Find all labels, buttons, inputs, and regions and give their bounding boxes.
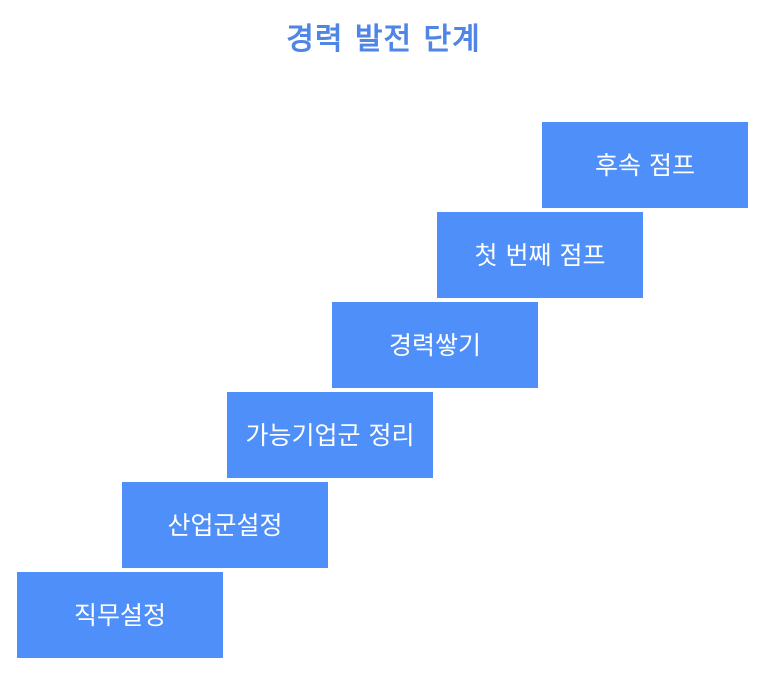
step-job-setting: 직무설정: [16, 571, 224, 659]
diagram-title: 경력 발전 단계: [286, 22, 481, 57]
step-subsequent-jump: 후속 점프: [541, 121, 749, 209]
step-first-jump: 첫 번째 점프: [436, 211, 644, 299]
step-build-experience: 경력쌓기: [331, 301, 539, 389]
step-industry-setting: 산업군설정: [121, 481, 329, 569]
step-target-companies: 가능기업군 정리: [226, 391, 434, 479]
